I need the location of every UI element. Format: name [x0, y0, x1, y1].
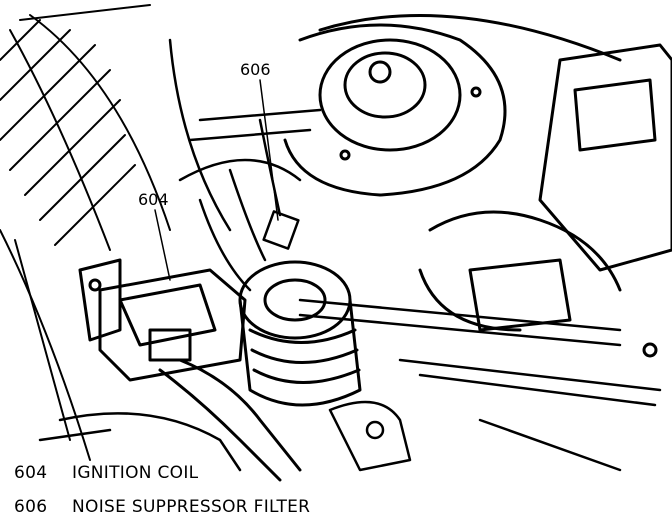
legend-text: IGNITION COIL: [72, 463, 199, 483]
callout-604-leader: [154, 209, 171, 281]
callout-604-number: 604: [138, 190, 169, 209]
callout-606-number: 606: [240, 60, 271, 79]
legend-number: 606: [14, 497, 48, 517]
legend-row-noise-suppressor-filter: 606 NOISE SUPPRESSOR FILTER: [14, 497, 310, 517]
callout-606: 606: [240, 60, 279, 221]
ignition-coil-drawing: [78, 258, 302, 482]
legend-number: 604: [14, 463, 48, 483]
callout-604: 604: [138, 190, 171, 281]
reservoir-box: [418, 43, 672, 358]
callout-606-leader: [259, 79, 279, 221]
strut-tower: [283, 14, 622, 197]
legend-row-ignition-coil: 604 IGNITION COIL: [14, 463, 198, 483]
lower-detail: [38, 400, 412, 472]
noise-suppressor-drawing: [198, 118, 300, 292]
legend-text: NOISE SUPPRESSOR FILTER: [72, 497, 311, 517]
oil-filter: [238, 260, 362, 407]
fender-hatching: [0, 4, 171, 461]
